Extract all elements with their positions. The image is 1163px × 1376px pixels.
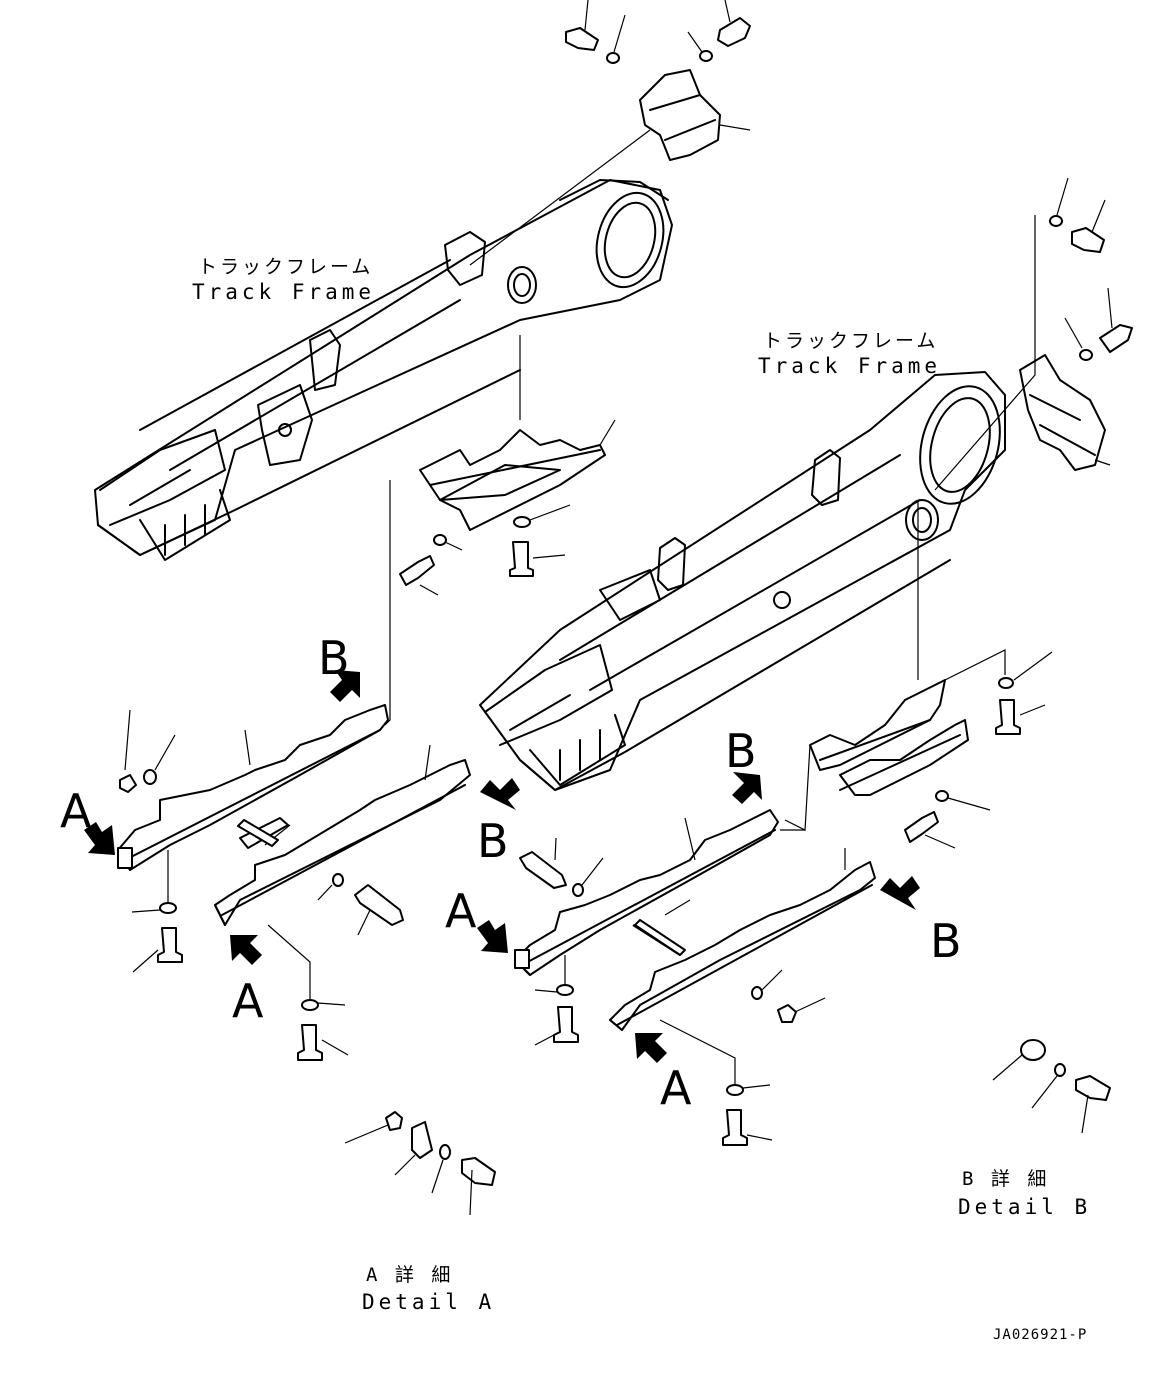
washer-icon [687,31,713,62]
callout-a: A [60,784,92,838]
washer-icon [751,969,783,1000]
detail-a-parts [344,1111,496,1216]
washer-icon [143,769,157,785]
bolt-icon [722,1109,773,1146]
arrow-b-1 [330,670,360,702]
washer-icon [998,651,1053,689]
bolt-icon [354,884,404,936]
track-frame-left [94,179,673,561]
bolt-icon [1071,199,1106,253]
washer-icon [301,999,346,1011]
arrow-a-4 [635,1033,667,1063]
cover-plate-top [469,0,751,266]
washer-icon [1064,317,1093,361]
washer-icon [726,1084,771,1096]
arrow-a-3 [477,920,508,953]
bolt-icon [1099,287,1133,353]
bolt-icon [297,1024,349,1061]
drawing-code: JA026921-P [993,1327,1088,1343]
track-frame-right [479,371,1006,791]
nut-icon [344,1111,403,1144]
washer-icon [1049,177,1069,227]
guard-rail-right-1 [514,809,805,1046]
guard-rail-left-2 [214,744,471,1061]
bolt-icon [565,0,599,51]
callout-b: B [725,724,757,778]
guard-rail-right-2 [609,848,876,1146]
bolt-icon [717,0,751,47]
arrow-b-3 [732,772,762,804]
callout-a: A [232,974,264,1028]
bolt-icon [904,811,956,849]
detail-a-label-jp: A 詳 細 [366,1264,454,1286]
guard-upper-right [784,500,1053,849]
callout-b: B [318,631,350,685]
callout-a: A [660,1061,692,1115]
washer-icon [131,902,177,914]
bolt-icon [995,699,1046,735]
arrow-b-4 [880,876,920,910]
bolt-icon [132,927,183,973]
callout-b: B [930,914,962,968]
detail-b-label-jp: B 詳 細 [962,1168,1050,1190]
bolt-icon [399,555,439,596]
callout-a: A [445,884,477,938]
track-frame-label-jp-1: トラックフレーム [198,256,374,278]
washer-icon [1031,1063,1066,1109]
detail-b-parts [992,1039,1111,1134]
track-frame-label-jp-2: トラックフレーム [763,330,939,352]
spacer-icon [992,1039,1046,1081]
washer-icon [513,504,571,528]
nut-icon [119,774,137,793]
washer-icon [935,790,991,811]
nut-icon [777,997,826,1023]
arrow-a-2 [230,935,262,965]
bolt-icon [461,1157,496,1216]
detail-b-label-en: Detail B [958,1195,1092,1219]
callout-b: B [477,814,509,868]
bolt-icon [534,1006,579,1046]
bolt-icon [519,851,567,889]
arrow-b-2 [480,778,520,810]
track-frame-label-en-2: Track Frame [758,354,942,378]
washer-icon [606,14,626,64]
guard-rail-left-1 [117,704,389,973]
washer-icon [433,534,463,551]
washer-icon [534,984,574,996]
detail-a-label-en: Detail A [362,1290,496,1314]
track-frame-label-en-1: Track Frame [192,280,376,304]
bolt-icon [1075,1075,1111,1134]
guard-upper-left [384,335,616,726]
washer-icon [431,1144,451,1194]
bolt-icon [509,541,566,577]
washer-icon [317,873,344,901]
cover-plate-right [934,177,1133,491]
washer-icon [572,857,604,897]
arrow-a-1 [84,822,115,855]
spacer-icon [394,1121,433,1176]
